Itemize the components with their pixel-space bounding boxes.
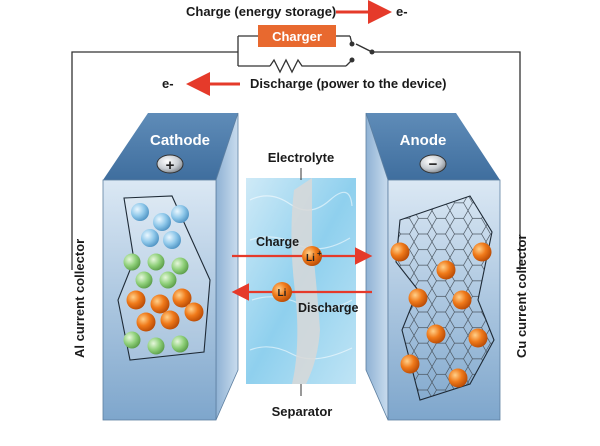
cathode-blue-particle	[171, 205, 189, 223]
cathode-green-particle	[171, 257, 189, 275]
lithium-ion-superscript: +	[317, 249, 322, 258]
anode-orange-particle	[468, 328, 488, 348]
cathode-green-particle	[123, 331, 141, 349]
cathode-blue-particle	[153, 213, 171, 231]
anode-collector-label: Cu current collector	[514, 234, 529, 358]
ion-discharge-label: Discharge	[298, 301, 358, 315]
cathode-green-particle	[147, 253, 165, 271]
anode-orange-particle	[452, 290, 472, 310]
cathode-top-face	[103, 113, 238, 180]
lithium-ion-label: Li	[306, 253, 315, 264]
anode-orange-particle	[390, 242, 410, 262]
anode-orange-particle	[400, 354, 420, 374]
electrolyte-region: Electrolyte Separator Charge Li + Li Dis…	[231, 150, 373, 419]
charge-energy-label: Charge (energy storage)	[186, 4, 336, 19]
external-circuit: Charger Charge (energy storage) e- e- Di…	[71, 0, 521, 270]
cathode-orange-particle	[126, 290, 146, 310]
cathode-orange-particle	[184, 302, 204, 322]
anode-electrode: Anode −	[365, 112, 501, 421]
charger-box	[258, 25, 336, 47]
cathode-green-particle	[135, 271, 153, 289]
anode-orange-particle	[408, 288, 428, 308]
cathode-sign: +	[166, 157, 175, 174]
cathode-blue-particle	[131, 203, 149, 221]
cathode-electrode: Cathode +	[102, 112, 239, 421]
charge-electron-label: e-	[396, 4, 408, 19]
anode-orange-particle	[448, 368, 468, 388]
cathode-particles	[123, 203, 204, 355]
switch-pivot	[369, 49, 375, 55]
separator-membrane	[291, 178, 320, 384]
cathode-title: Cathode	[150, 132, 210, 149]
left-wire	[71, 51, 238, 270]
cathode-orange-particle	[150, 294, 170, 314]
cathode-green-particle	[171, 335, 189, 353]
anode-top-face	[366, 113, 500, 180]
anode-orange-particle	[472, 242, 492, 262]
cathode-blue-particle	[141, 229, 159, 247]
resistor	[269, 58, 346, 74]
discharge-electron-label: e-	[162, 76, 174, 91]
discharge-power-label: Discharge (power to the device)	[250, 76, 447, 91]
right-wire	[372, 51, 521, 270]
anode-particles	[390, 242, 492, 388]
anode-graphite-outline	[395, 195, 495, 401]
lithium-ion-particle	[302, 246, 322, 266]
cathode-orange-particle	[160, 310, 180, 330]
cathode-green-particle	[123, 253, 141, 271]
anode-terminal	[419, 154, 447, 174]
anode-orange-particle	[426, 324, 446, 344]
switch-lever	[355, 43, 373, 53]
cathode-green-particle	[159, 271, 177, 289]
anode-sign: −	[429, 156, 438, 173]
cathode-orange-particle	[136, 312, 156, 332]
cathode-blue-particle	[163, 231, 181, 249]
ion-charge-label: Charge	[256, 235, 299, 249]
lithium-atom-label: Li	[278, 288, 287, 299]
cathode-green-particle	[147, 337, 165, 355]
electrolyte-label: Electrolyte	[268, 150, 334, 165]
anode-title: Anode	[400, 132, 447, 149]
lithium-atom-particle	[272, 282, 292, 302]
cathode-orange-particle	[172, 288, 192, 308]
charger-label: Charger	[272, 29, 322, 44]
cathode-terminal	[156, 154, 184, 174]
separator-label: Separator	[272, 404, 333, 419]
anode-orange-particle	[436, 260, 456, 280]
cathode-collector-label: Al current collector	[72, 239, 87, 358]
